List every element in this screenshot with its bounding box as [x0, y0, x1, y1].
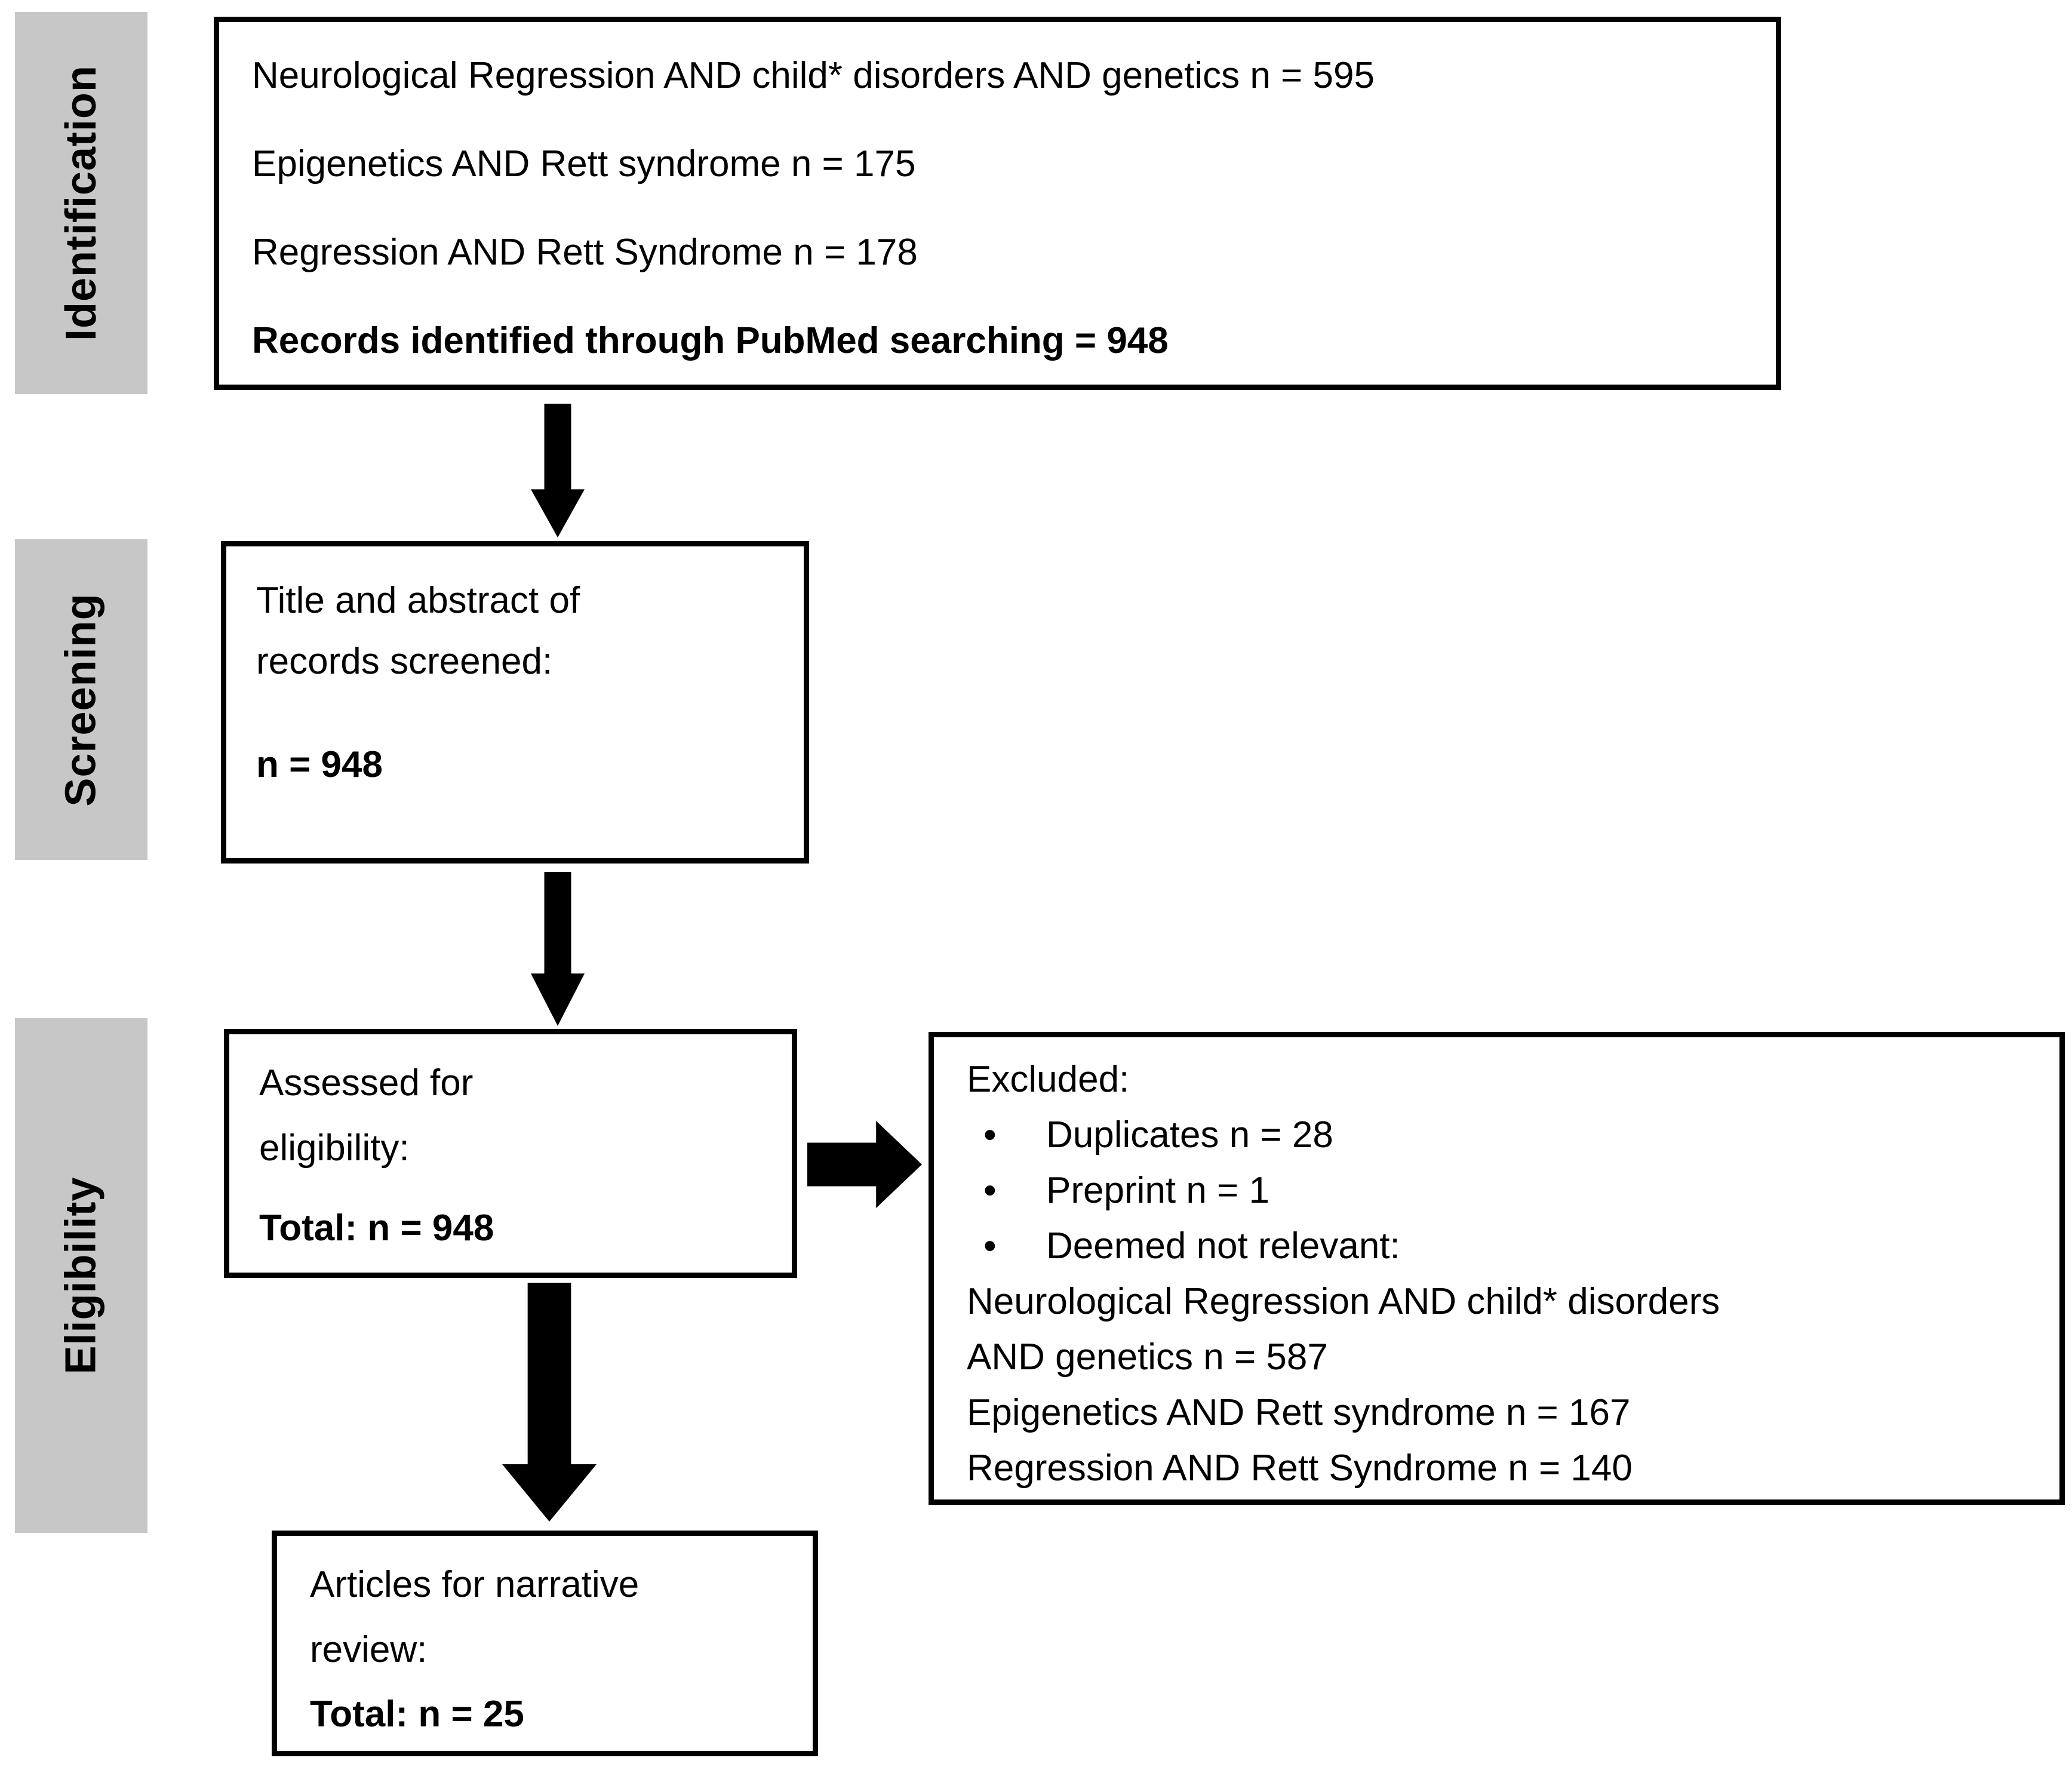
excluded-detail-line: AND genetics n = 587 — [967, 1336, 1328, 1378]
excluded-bullet-text: Preprint n = 1 — [1046, 1170, 1269, 1211]
assessed-total-count: Total: n = 948 — [259, 1207, 494, 1249]
excluded-bullet-item: • Preprint n = 1 — [967, 1163, 2042, 1218]
search-query-line: Neurological Regression AND child* disor… — [252, 55, 1375, 96]
text-line: Articles for narrative — [310, 1564, 640, 1605]
text-line: eligibility: — [259, 1127, 410, 1169]
search-query-line: Epigenetics AND Rett syndrome n = 175 — [252, 143, 916, 185]
records-screened-count: n = 948 — [256, 743, 383, 785]
assessed-for-eligibility-box: Assessed for eligibility: Total: n = 948 — [224, 1029, 797, 1278]
stage-label-screening: Screening — [15, 539, 147, 860]
excluded-bullet-text: Deemed not relevant: — [1046, 1225, 1400, 1267]
excluded-detail-line: Neurological Regression AND child* disor… — [967, 1281, 1720, 1322]
text-line: records screened: — [256, 641, 553, 683]
text-line: Title and abstract of — [256, 580, 580, 621]
excluded-bullet-text: Duplicates n = 28 — [1046, 1114, 1333, 1156]
excluded-detail-line: Regression AND Rett Syndrome n = 140 — [967, 1448, 1633, 1489]
stage-label-screening-text: Screening — [57, 592, 105, 807]
down-arrow-icon — [531, 872, 585, 1026]
narrative-review-total: Total: n = 25 — [310, 1694, 524, 1735]
stage-label-eligibility-text: Eligibility — [57, 1176, 105, 1375]
right-arrow-icon — [807, 1121, 922, 1208]
records-screened-box: Title and abstract of records screened: … — [221, 541, 809, 864]
search-query-line: Regression AND Rett Syndrome n = 178 — [252, 232, 918, 274]
excluded-bullet-item: • Duplicates n = 28 — [967, 1107, 2042, 1163]
stage-label-identification-text: Identification — [57, 65, 105, 341]
down-arrow-icon — [531, 404, 585, 537]
records-identified-total: Records identified through PubMed search… — [252, 320, 1169, 362]
excluded-header: Excluded: — [967, 1059, 1130, 1100]
bullet-icon: • — [983, 1114, 997, 1156]
narrative-review-box: Articles for narrative review: Total: n … — [272, 1531, 818, 1756]
bullet-icon: • — [983, 1170, 997, 1211]
stage-label-identification: Identification — [15, 12, 147, 394]
text-line: review: — [310, 1628, 428, 1670]
down-arrow-icon — [502, 1283, 597, 1522]
excluded-bullet-item: • Deemed not relevant: — [967, 1218, 2042, 1274]
excluded-detail-line: Epigenetics AND Rett syndrome n = 167 — [967, 1392, 1631, 1433]
bullet-icon: • — [983, 1225, 997, 1267]
excluded-records-box: Excluded: • Duplicates n = 28 • Preprint… — [929, 1032, 2065, 1505]
stage-label-eligibility: Eligibility — [15, 1018, 147, 1533]
records-identified-box: Neurological Regression AND child* disor… — [214, 17, 1781, 390]
text-line: Assessed for — [259, 1062, 474, 1104]
